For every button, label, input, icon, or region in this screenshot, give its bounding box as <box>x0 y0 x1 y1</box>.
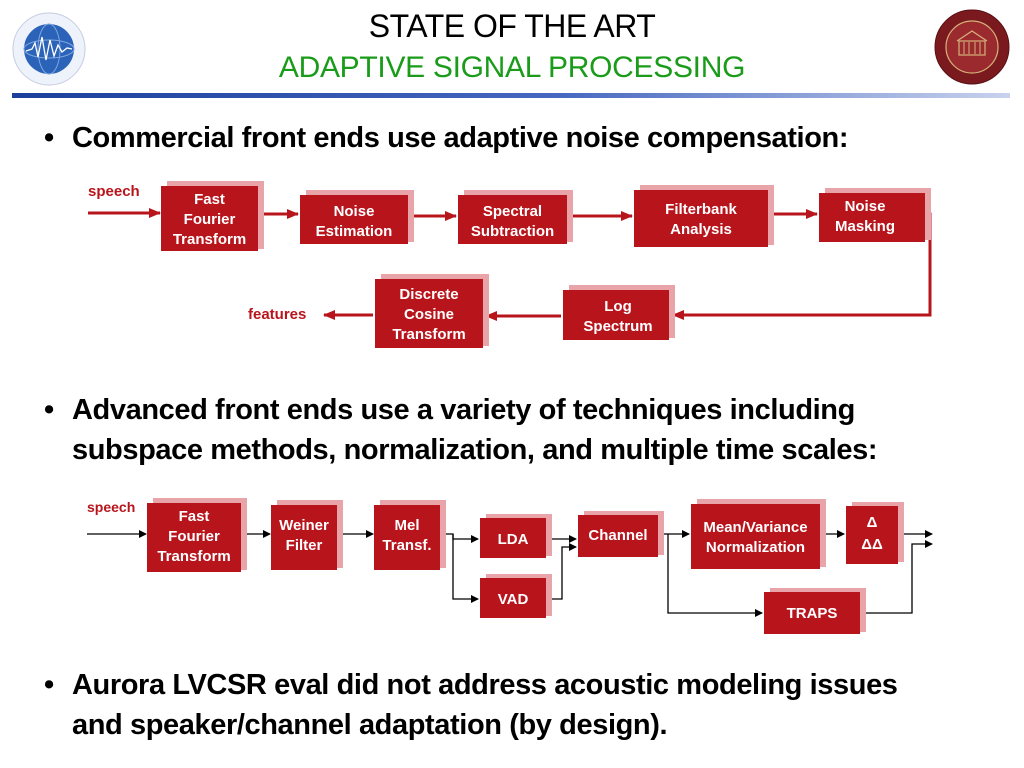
d1-output-label: features <box>248 306 306 323</box>
d2-arrow-traps <box>667 534 763 617</box>
d2-arrow-vad-channel <box>548 543 577 600</box>
d2-block-lda: LDA <box>480 514 552 558</box>
bullet-3: • Aurora LVCSR eval did not address acou… <box>44 665 1004 745</box>
bullet-dot: • <box>44 122 54 154</box>
d2-arrow-lda <box>441 533 479 543</box>
d2-block-vad: VAD <box>480 574 552 618</box>
bullet-dot: • <box>44 669 54 701</box>
bullet-dot: • <box>44 394 54 426</box>
page-subtitle: ADAPTIVE SIGNAL PROCESSING <box>278 51 746 84</box>
bullet-2-text: Advanced front ends use a variety of tec… <box>72 394 878 466</box>
isip-logo <box>12 12 86 86</box>
svg-text:ΔΔΔ: ΔΔΔ <box>861 514 883 553</box>
page-title: STATE OF THE ART <box>368 8 656 44</box>
d2-block-traps: TRAPS <box>764 588 866 634</box>
university-seal <box>933 8 1011 86</box>
d2-block-channel: Channel <box>578 511 664 557</box>
d1-input-label: speech <box>88 183 140 200</box>
d2-arrow-vad <box>452 534 479 603</box>
bullet-2: • Advanced front ends use a variety of t… <box>44 390 1004 470</box>
header-divider <box>12 93 1010 98</box>
svg-text:VAD: VAD <box>498 591 529 608</box>
bullet-1-text: Commercial front ends use adaptive noise… <box>72 122 849 154</box>
svg-text:Channel: Channel <box>588 527 647 544</box>
bullet-3-text: Aurora LVCSR eval did not address acoust… <box>72 669 898 741</box>
d2-input-label: speech <box>87 499 135 515</box>
svg-text:LDA: LDA <box>498 531 529 548</box>
bullet-1: • Commercial front ends use adaptive noi… <box>44 118 1004 158</box>
d2-arrow-out-2 <box>858 540 933 614</box>
svg-text:TRAPS: TRAPS <box>787 605 838 622</box>
